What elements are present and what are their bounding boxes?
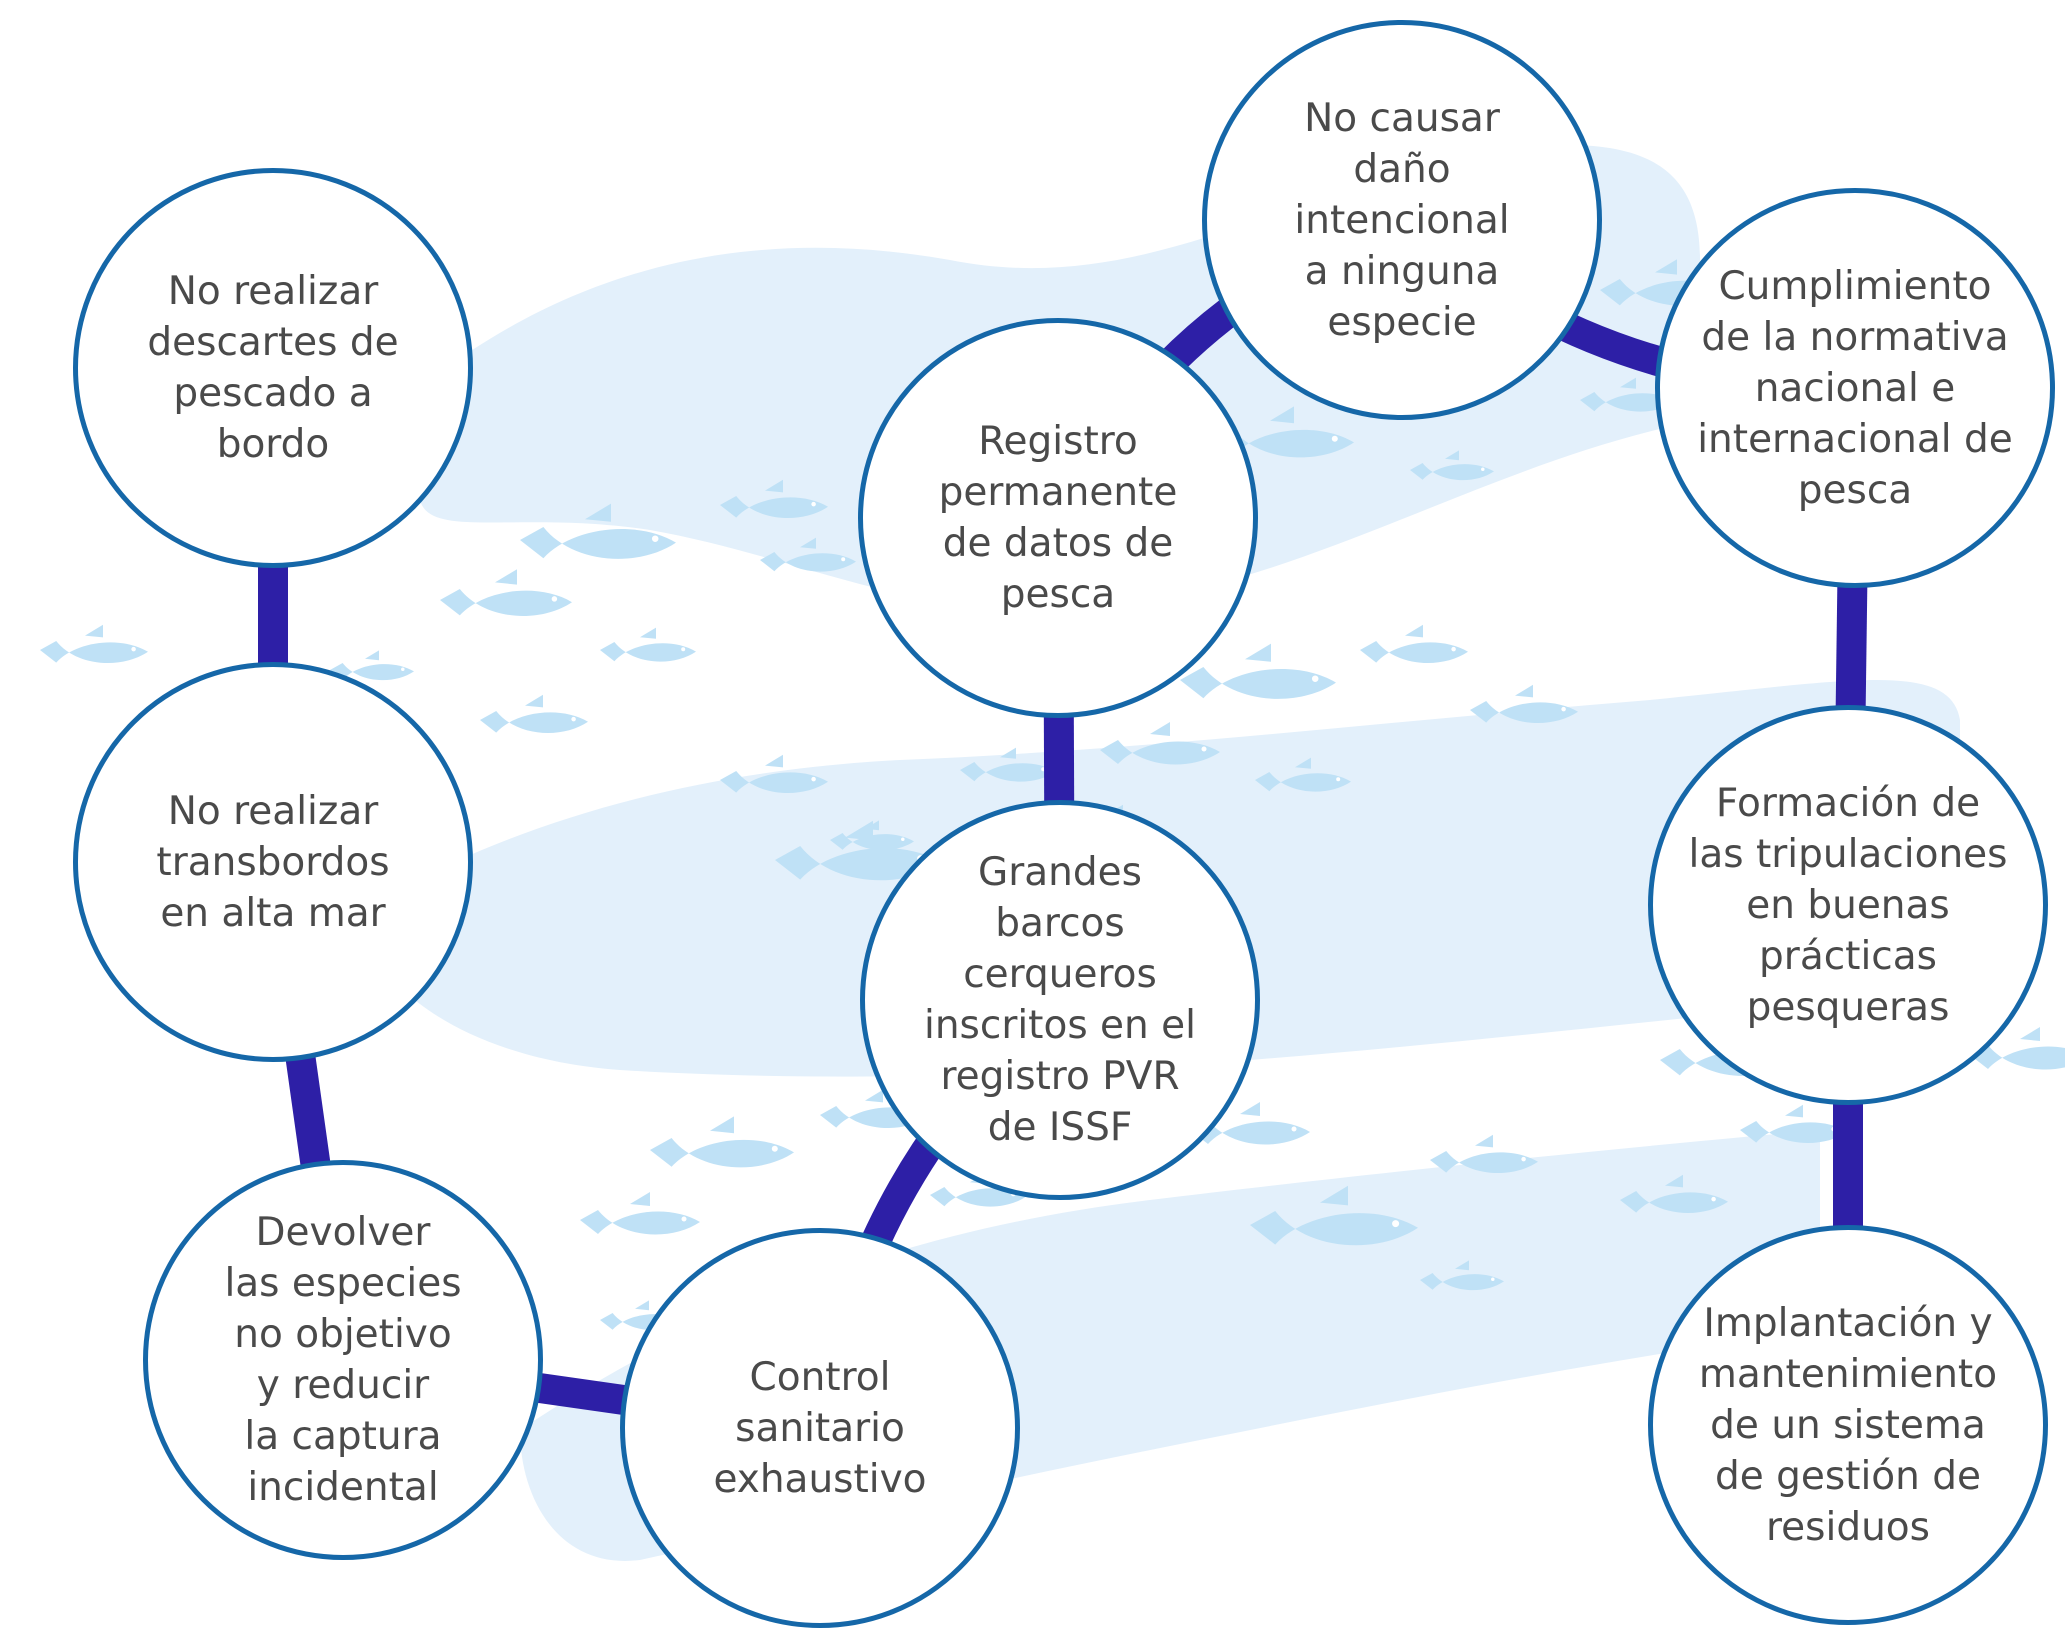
node-label: Formación de las tripulaciones en buenas… bbox=[1688, 780, 2008, 1030]
fish-icon bbox=[580, 1192, 700, 1235]
node-label: Grandes barcos cerqueros inscritos en el… bbox=[924, 850, 1196, 1150]
fish-icon bbox=[1470, 684, 1578, 724]
node-no-descartes: No realizar descartes de pescado a bordo bbox=[73, 168, 473, 568]
fish-icon bbox=[1100, 722, 1220, 765]
node-label: No realizar transbordos en alta mar bbox=[156, 788, 390, 936]
fish-icon bbox=[480, 694, 588, 734]
fish-icon bbox=[1360, 624, 1468, 664]
fish-icon bbox=[600, 627, 696, 662]
node-registro-pvr: Grandes barcos cerqueros inscritos en el… bbox=[860, 800, 1260, 1200]
node-gestion-residuos: Implantación y mantenimiento de un siste… bbox=[1648, 1225, 2048, 1625]
fish-icon bbox=[760, 537, 856, 572]
fish-icon bbox=[330, 650, 414, 681]
node-label: Cumplimiento de la normativa nacional e … bbox=[1697, 263, 2013, 513]
node-especies-no-objetivo: Devolver las especies no objetivo y redu… bbox=[143, 1160, 543, 1560]
node-label: No realizar descartes de pescado a bordo bbox=[147, 269, 399, 467]
fish-icon bbox=[1180, 643, 1336, 699]
node-registro-datos: Registro permanente de datos de pesca bbox=[858, 318, 1258, 718]
node-no-transbordos: No realizar transbordos en alta mar bbox=[73, 662, 473, 1062]
node-label: Devolver las especies no objetivo y redu… bbox=[224, 1210, 462, 1510]
fish-icon bbox=[650, 1116, 794, 1168]
fish-icon bbox=[720, 754, 828, 794]
fish-icon bbox=[1410, 450, 1494, 481]
fish-icon bbox=[520, 503, 676, 559]
fish-icon bbox=[440, 569, 572, 616]
fish-icon bbox=[1255, 757, 1351, 792]
fish-icon bbox=[40, 624, 148, 664]
node-label: No causar daño intencional a ninguna esp… bbox=[1294, 95, 1510, 345]
node-no-dano: No causar daño intencional a ninguna esp… bbox=[1202, 20, 1602, 420]
node-label: Control sanitario exhaustivo bbox=[713, 1354, 927, 1502]
node-control-sanitario: Control sanitario exhaustivo bbox=[620, 1228, 1020, 1628]
node-label: Registro permanente de datos de pesca bbox=[938, 419, 1178, 617]
fish-icon bbox=[1740, 1104, 1848, 1144]
fish-icon bbox=[1620, 1174, 1728, 1214]
fish-icon bbox=[1190, 1102, 1310, 1145]
fish-icon bbox=[1970, 1027, 2065, 1070]
node-label: Implantación y mantenimiento de un siste… bbox=[1698, 1300, 1998, 1550]
fish-icon bbox=[1210, 406, 1354, 458]
fish-icon bbox=[720, 479, 828, 519]
fish-icon bbox=[1430, 1134, 1538, 1174]
fish-icon bbox=[1420, 1260, 1504, 1291]
fish-icon bbox=[1250, 1185, 1418, 1246]
node-cumplimiento-normativa: Cumplimiento de la normativa nacional e … bbox=[1655, 188, 2055, 588]
node-formacion-tripulaciones: Formación de las tripulaciones en buenas… bbox=[1648, 705, 2048, 1105]
fish-school bbox=[40, 259, 2065, 1331]
fish-icon bbox=[830, 820, 914, 851]
